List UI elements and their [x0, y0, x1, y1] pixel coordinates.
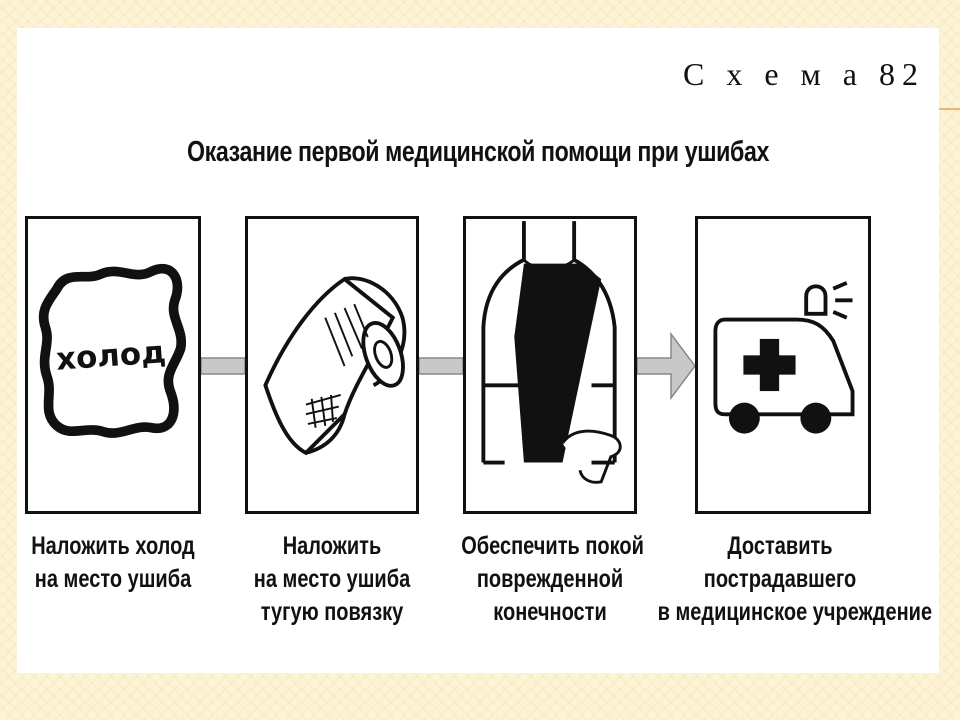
diagram-title: Оказание первой медицинской помощи при у… [187, 136, 769, 168]
caption-line: Наложить [282, 532, 382, 560]
caption-line: на место ушиба [253, 565, 411, 593]
caption-line: Наложить холод [31, 532, 195, 560]
caption-line: Обеспечить покой [461, 532, 644, 560]
scheme-label: С х е м а 82 [683, 56, 925, 92]
caption-line: поврежденной [476, 565, 624, 593]
step-1-caption: Наложить холод на место ушиба [25, 530, 201, 596]
step-3-caption: Обеспечить покой поврежденной конечности [461, 530, 644, 629]
slide: С х е м а 82 Оказание первой медицинской… [17, 28, 939, 673]
caption-line: пострадавшего [703, 565, 857, 593]
step-3-panel [463, 216, 637, 514]
caption-line: тугую повязку [260, 598, 404, 626]
arrow-2 [419, 357, 463, 375]
caption-line: на место ушиба [34, 565, 192, 593]
caption-line: конечности [493, 598, 607, 626]
decorative-accent-line [939, 108, 960, 110]
arrow-1 [201, 357, 245, 375]
caption-line: Доставить [727, 532, 833, 560]
caption-line: в медицинское учреждение [657, 598, 933, 626]
step-4-panel [695, 216, 871, 514]
bandage-roll-icon [263, 276, 407, 456]
ice-pack-icon: холод [38, 264, 187, 438]
arm-sling-icon [481, 221, 622, 484]
ambulance-icon [713, 281, 855, 434]
step-4-caption: Доставить пострадавшего в медицинское уч… [657, 530, 933, 629]
step-2-panel [245, 216, 419, 514]
arrow-3 [637, 331, 696, 401]
ice-pack-word: холод [55, 334, 167, 378]
step-2-caption: Наложить на место ушиба тугую повязку [244, 530, 420, 629]
step-1-panel: холод [25, 216, 201, 514]
